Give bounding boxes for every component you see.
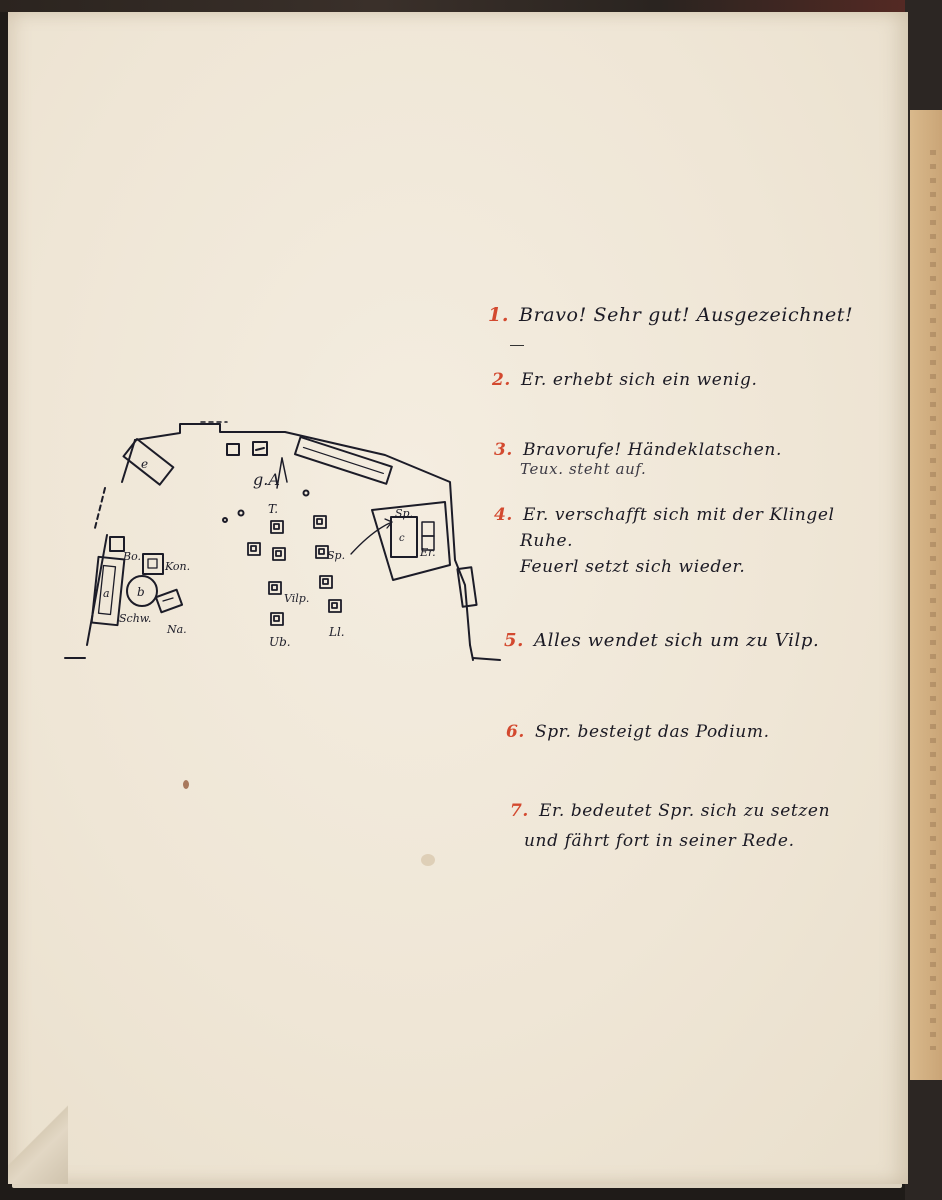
note-text: Bravo! Sehr gut! Ausgezeichnet! <box>519 304 854 326</box>
note-number: 1. <box>488 304 510 326</box>
seat-na <box>154 588 184 614</box>
ink-spot <box>183 780 189 789</box>
note-number: 3. <box>494 440 513 460</box>
notebook-page <box>8 12 908 1184</box>
label-kon: Kon. <box>164 560 190 573</box>
audience-seats <box>247 515 342 626</box>
note-text-line2: Ruhe. <box>520 531 574 551</box>
label-ga: g.A <box>253 470 280 489</box>
lectern-c <box>390 516 418 558</box>
plan-wall-lower-left <box>86 534 108 646</box>
seat-kon <box>142 553 164 575</box>
note-text: Spr. besteigt das Podium. <box>534 722 770 742</box>
label-b: b <box>137 585 145 599</box>
underlying-page <box>910 110 942 1080</box>
label-schw: Schw. <box>119 612 151 625</box>
label-er: Er. <box>419 546 436 559</box>
dash-mark <box>510 345 524 346</box>
note-text: Er. bedeutet Spr. sich zu setzen <box>538 801 831 821</box>
note-5: 5. Alles wendet sich um zu Vilp. <box>504 630 819 651</box>
table-a <box>90 555 126 627</box>
book-top-edge <box>0 0 942 12</box>
note-4: 4. Er. verschafft sich mit der Klingel Ru… <box>494 502 835 580</box>
note-number: 7. <box>510 801 529 821</box>
note-number: 2. <box>492 370 511 390</box>
note-text: Alles wendet sich um zu Vilp. <box>534 630 820 651</box>
seat <box>109 536 125 552</box>
podium <box>371 501 451 581</box>
bench <box>293 436 393 485</box>
paper-stain <box>421 854 435 866</box>
plan-wall-foot <box>472 657 501 661</box>
seat <box>252 441 268 456</box>
seat <box>226 443 240 456</box>
label-vilp: Vilp. <box>284 592 309 605</box>
door-gap <box>94 487 106 529</box>
note-1: 1. Bravo! Sehr gut! Ausgezeichnet! <box>488 304 853 326</box>
label-a: a <box>103 587 110 600</box>
label-bo: Bo. <box>122 550 141 563</box>
round-table-b <box>126 575 158 607</box>
note-number: 5. <box>504 630 524 651</box>
note-number: 4. <box>494 505 513 525</box>
label-t: T. <box>268 502 278 516</box>
label-ub: Ub. <box>269 635 291 649</box>
page-corner <box>8 1100 68 1184</box>
underlying-page-text <box>930 150 936 1050</box>
label-na: Na. <box>166 623 187 636</box>
side-cabinet <box>456 566 478 608</box>
note-text: Bravorufe! Händeklatschen. <box>522 440 782 460</box>
label-c: c <box>399 533 405 544</box>
note-6: 6. Spr. besteigt das Podium. <box>506 722 770 742</box>
note-text: Er. verschafft sich mit der Klingel <box>522 505 835 525</box>
note-3: 3. Bravorufe! Händeklatschen. Teux. steht… <box>494 440 782 478</box>
note-subtext: Teux. steht auf. <box>520 460 647 478</box>
label-e: e <box>141 457 148 471</box>
label-sp-box: Sp. <box>395 507 413 520</box>
note-text-line2: und fährt fort in seiner Rede. <box>524 831 795 851</box>
note-text: Er. erhebt sich ein wenig. <box>520 370 758 390</box>
movement-arrow <box>350 521 393 555</box>
note-text-line3: Feuerl setzt sich wieder. <box>520 557 746 577</box>
label-sp: Sp. <box>327 549 345 562</box>
note-number: 6. <box>506 722 525 742</box>
note-2: 2. Er. erhebt sich ein wenig. <box>492 370 758 390</box>
label-el: Ll. <box>328 625 345 639</box>
table-e <box>122 437 175 486</box>
note-7: 7. Er. bedeutet Spr. sich zu setzen und f… <box>510 796 830 856</box>
seating-plan-sketch: e g.A T. Sp. Vilp. Ub. Ll. c Sp. Er. <box>64 421 501 661</box>
